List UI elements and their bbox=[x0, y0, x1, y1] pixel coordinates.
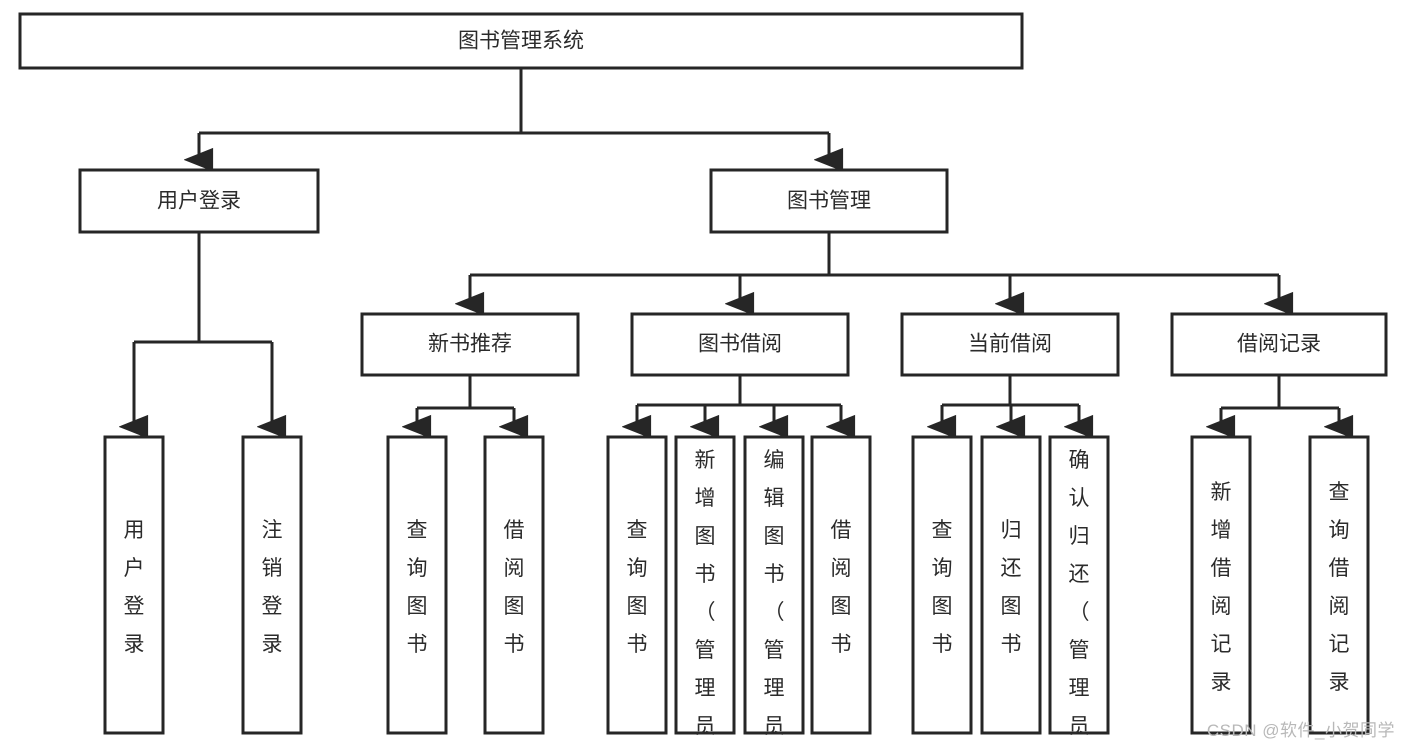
node-book-borrow[interactable]: 图书借阅 bbox=[630, 312, 850, 377]
node-user-login[interactable]: 用户登录 bbox=[78, 168, 320, 234]
node-borrow-book-1-box[interactable] bbox=[483, 435, 545, 735]
node-confirm-return-admin-box[interactable] bbox=[1048, 435, 1110, 735]
connector-group-book-management bbox=[470, 232, 1279, 304]
node-user-login-do[interactable]: 用户登录 bbox=[103, 435, 165, 735]
node-borrow-book-2[interactable]: 借阅图书 bbox=[810, 435, 872, 735]
node-root-label: 图书管理系统 bbox=[458, 30, 584, 53]
node-query-book-2-label: 查询图书 bbox=[627, 519, 648, 656]
node-query-borrow-record-box[interactable] bbox=[1308, 435, 1370, 735]
node-book-management-box[interactable] bbox=[709, 168, 949, 234]
node-return-book-box[interactable] bbox=[980, 435, 1042, 735]
node-query-book-3-label: 查询图书 bbox=[932, 519, 953, 656]
connector-group-book-borrow bbox=[637, 375, 841, 427]
node-confirm-return-admin[interactable]: 确认归还（管理员） bbox=[1048, 435, 1110, 747]
node-new-book-recommend-label: 新书推荐 bbox=[428, 333, 512, 356]
node-borrow-record-box[interactable] bbox=[1170, 312, 1388, 377]
node-new-book-recommend[interactable]: 新书推荐 bbox=[360, 312, 580, 377]
node-query-borrow-record-label: 查询借阅记录 bbox=[1329, 481, 1350, 694]
node-new-book-recommend-box[interactable] bbox=[360, 312, 580, 377]
node-query-borrow-record[interactable]: 查询借阅记录 bbox=[1308, 435, 1370, 735]
node-add-borrow-record-label: 新增借阅记录 bbox=[1211, 481, 1232, 694]
node-return-book[interactable]: 归还图书 bbox=[980, 435, 1042, 735]
node-borrow-book-1-label: 借阅图书 bbox=[504, 519, 525, 656]
node-query-book-3-box[interactable] bbox=[911, 435, 973, 735]
node-query-book-2-box[interactable] bbox=[606, 435, 668, 735]
node-borrow-record-label: 借阅记录 bbox=[1237, 333, 1321, 356]
node-add-borrow-record[interactable]: 新增借阅记录 bbox=[1190, 435, 1252, 735]
node-add-book-admin-box[interactable] bbox=[674, 435, 736, 735]
node-current-borrow[interactable]: 当前借阅 bbox=[900, 312, 1120, 377]
node-book-borrow-label: 图书借阅 bbox=[698, 333, 782, 356]
node-query-book-1-label: 查询图书 bbox=[407, 519, 428, 656]
node-add-book-admin-label: 新增图书（管理员） bbox=[695, 449, 716, 747]
node-user-logout-label: 注销登录 bbox=[262, 519, 283, 656]
node-book-management-label: 图书管理 bbox=[787, 190, 871, 213]
node-add-borrow-record-box[interactable] bbox=[1190, 435, 1252, 735]
node-book-borrow-box[interactable] bbox=[630, 312, 850, 377]
node-root[interactable]: 图书管理系统 bbox=[18, 12, 1024, 70]
node-borrow-book-1[interactable]: 借阅图书 bbox=[483, 435, 545, 735]
node-user-login-box[interactable] bbox=[78, 168, 320, 234]
node-borrow-book-2-label: 借阅图书 bbox=[831, 519, 852, 656]
node-user-logout[interactable]: 注销登录 bbox=[241, 435, 303, 735]
node-user-login-do-label: 用户登录 bbox=[124, 519, 145, 656]
node-query-book-3[interactable]: 查询图书 bbox=[911, 435, 973, 735]
node-user-login-do-box[interactable] bbox=[103, 435, 165, 735]
connector-group-new-book-recommend bbox=[417, 375, 514, 427]
node-current-borrow-label: 当前借阅 bbox=[968, 333, 1052, 356]
connector-group-user-login bbox=[134, 232, 272, 427]
connector-group-borrow-record bbox=[1221, 375, 1339, 427]
node-query-book-2[interactable]: 查询图书 bbox=[606, 435, 668, 735]
node-current-borrow-box[interactable] bbox=[900, 312, 1120, 377]
node-book-management[interactable]: 图书管理 bbox=[709, 168, 949, 234]
node-root-box[interactable] bbox=[18, 12, 1024, 70]
node-user-logout-box[interactable] bbox=[241, 435, 303, 735]
connector-group-current-borrow bbox=[942, 375, 1079, 427]
node-user-login-label: 用户登录 bbox=[157, 190, 241, 213]
node-borrow-book-2-box[interactable] bbox=[810, 435, 872, 735]
csdn-watermark: CSDN @软件_小贺同学 bbox=[1206, 721, 1395, 740]
connector-group-root bbox=[199, 68, 829, 160]
node-confirm-return-admin-label: 确认归还（管理员） bbox=[1069, 449, 1090, 747]
node-edit-book-admin-box[interactable] bbox=[743, 435, 805, 735]
node-edit-book-admin[interactable]: 编辑图书（管理员） bbox=[743, 435, 805, 747]
node-add-book-admin[interactable]: 新增图书（管理员） bbox=[674, 435, 736, 747]
node-query-book-1[interactable]: 查询图书 bbox=[386, 435, 448, 735]
node-return-book-label: 归还图书 bbox=[1001, 519, 1022, 656]
node-borrow-record[interactable]: 借阅记录 bbox=[1170, 312, 1388, 377]
node-edit-book-admin-label: 编辑图书（管理员） bbox=[764, 449, 785, 747]
node-query-book-1-box[interactable] bbox=[386, 435, 448, 735]
